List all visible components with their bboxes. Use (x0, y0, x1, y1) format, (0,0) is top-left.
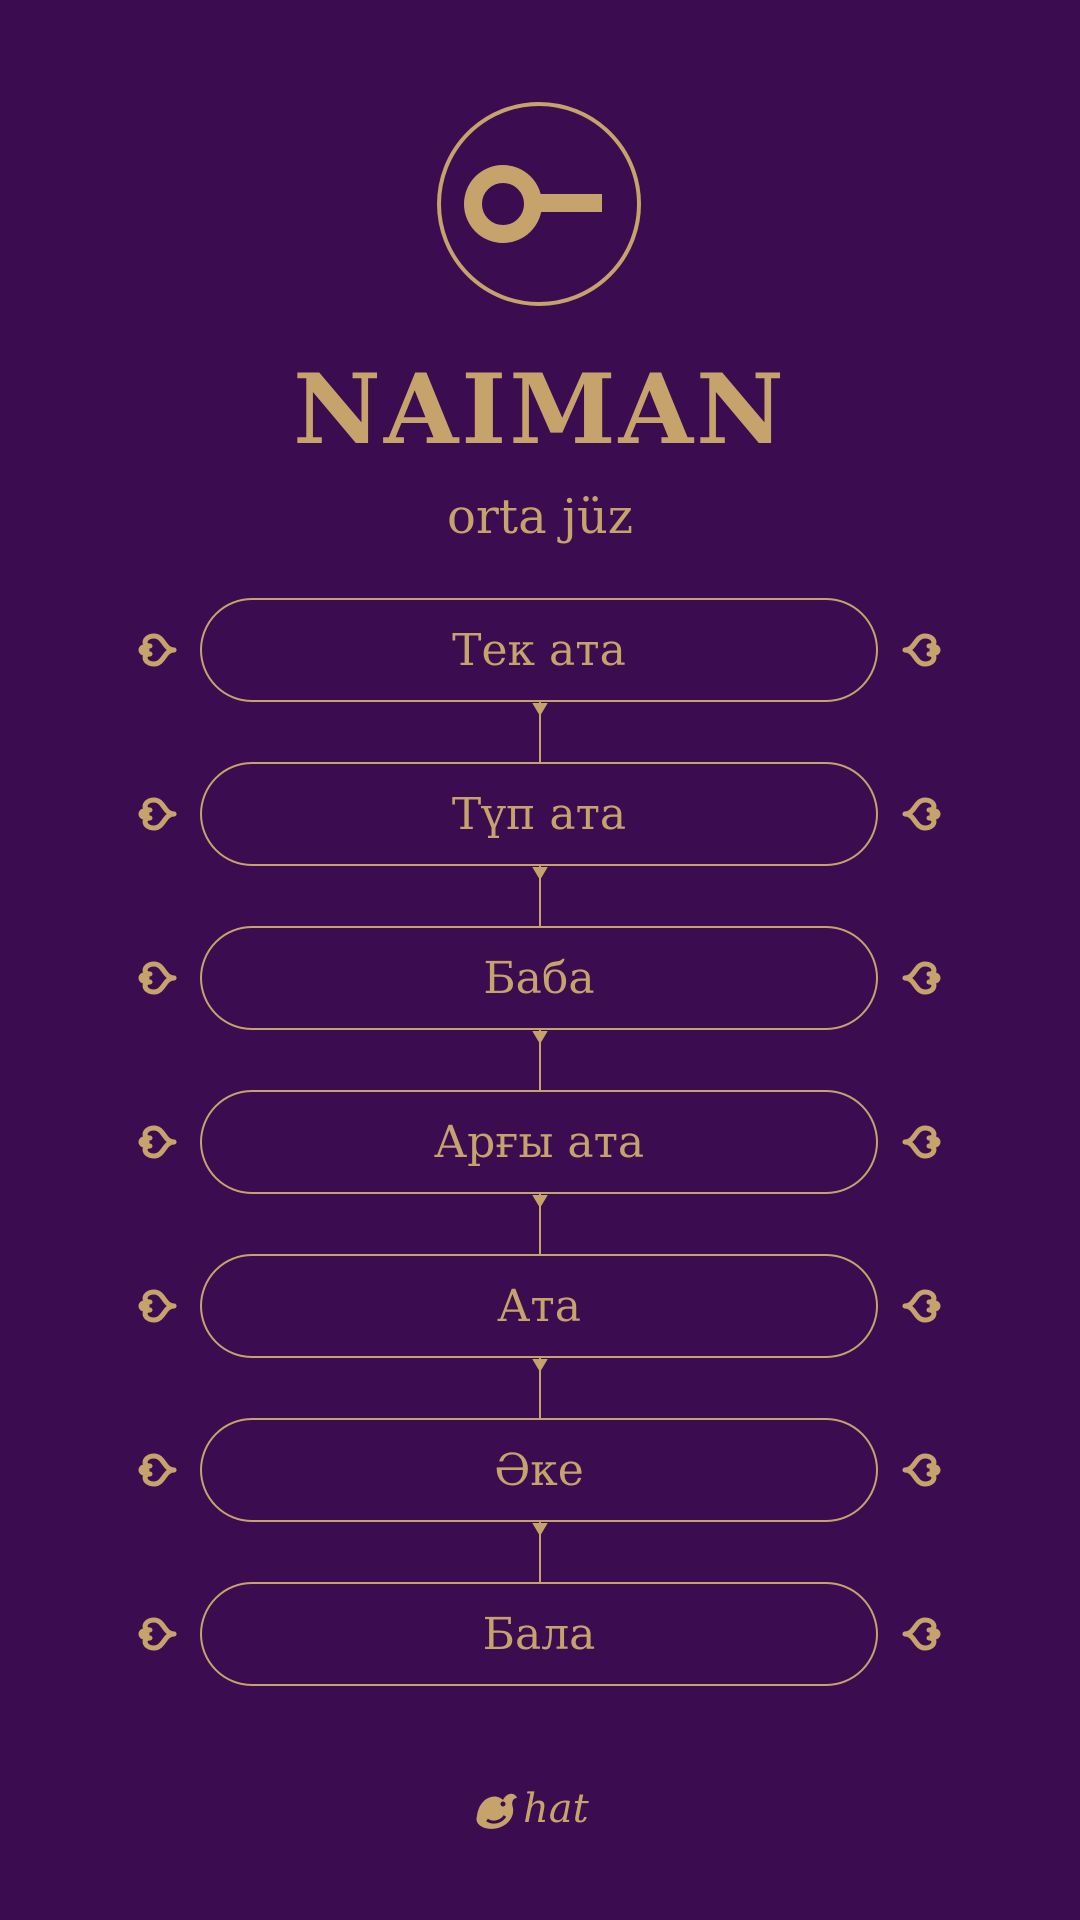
hat-logo-icon: hat (476, 1786, 590, 1832)
page-subtitle: orta jüz (446, 489, 634, 545)
lineage-row[interactable]: Тек ата (0, 598, 1080, 702)
lineage-item[interactable]: Ата (200, 1254, 878, 1358)
page-title: NAIMAN (293, 353, 787, 466)
ornament-right-icon (902, 797, 941, 831)
ornament-left-icon (138, 797, 177, 831)
lineage-row[interactable]: Ата (0, 1254, 1080, 1358)
ornament-right-icon (902, 1617, 941, 1651)
lineage-row[interactable]: Бала (0, 1582, 1080, 1686)
lineage-item[interactable]: Бала (200, 1582, 878, 1686)
ornament-right-icon (902, 1289, 941, 1323)
ornament-left-icon (138, 1289, 177, 1323)
ornament-left-icon (138, 1453, 177, 1487)
lineage-item[interactable]: Баба (200, 926, 878, 1030)
ornament-left-icon (138, 961, 177, 995)
lineage-row[interactable]: Баба (0, 926, 1080, 1030)
lineage-item[interactable]: Арғы ата (200, 1090, 878, 1194)
ornament-right-icon (902, 1453, 941, 1487)
ornament-right-icon (902, 1125, 941, 1159)
lineage-item[interactable]: Әке (200, 1418, 878, 1522)
ornament-left-icon (138, 1617, 177, 1651)
ornament-left-icon (138, 633, 177, 667)
lineage-item[interactable]: Түп ата (200, 762, 878, 866)
ornament-left-icon (138, 1125, 177, 1159)
lineage-item[interactable]: Тек ата (200, 598, 878, 702)
ornament-right-icon (902, 961, 941, 995)
lineage-row[interactable]: Арғы ата (0, 1090, 1080, 1194)
tamga-emblem-icon (437, 102, 641, 306)
lineage-row[interactable]: Түп ата (0, 762, 1080, 866)
ornament-right-icon (902, 633, 941, 667)
lineage-row[interactable]: Әке (0, 1418, 1080, 1522)
logo-text: hat (523, 1786, 590, 1832)
